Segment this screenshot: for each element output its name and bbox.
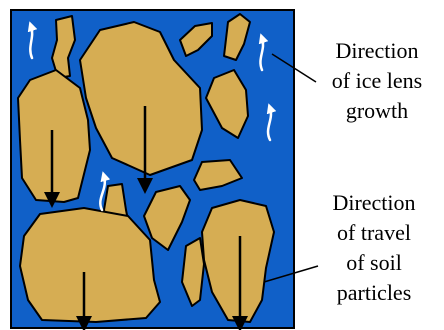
ice-lens-growth-label: Direction of ice lens growth: [310, 36, 444, 126]
soil-particle: [18, 70, 90, 202]
soil-particle-travel-label: Direction of travel of soil particles: [304, 188, 444, 308]
